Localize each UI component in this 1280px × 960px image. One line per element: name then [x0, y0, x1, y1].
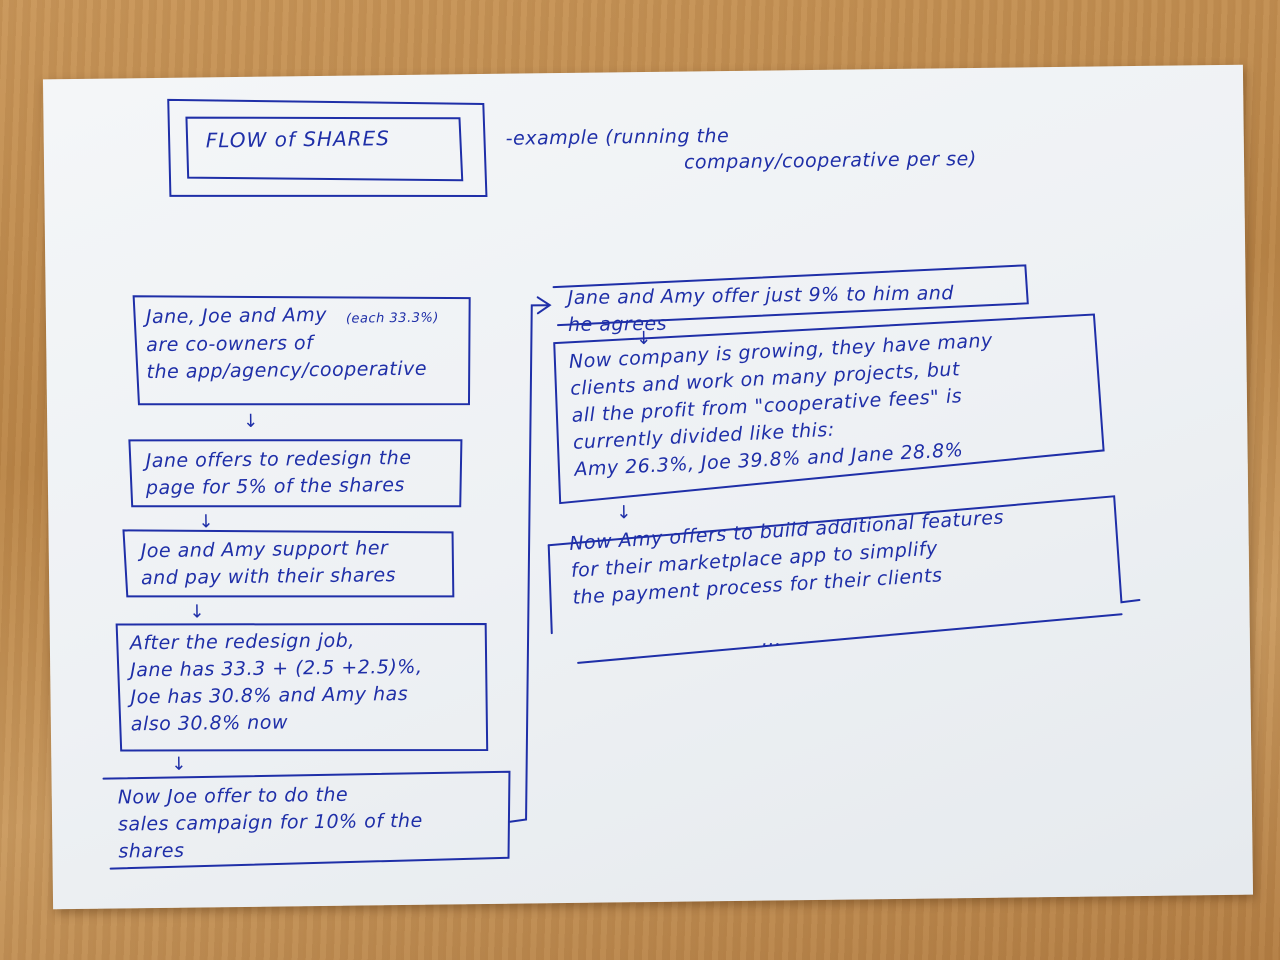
box-8-left-edge [547, 544, 553, 635]
box-1-text: Jane, Joe and Amy [145, 303, 328, 329]
flowchart-lines [102, 98, 1141, 870]
page-title: FLOW of SHARES [205, 126, 391, 153]
arrow-2-icon: ↓ [198, 511, 214, 533]
box-6-outline [552, 264, 1029, 327]
box-1-text-2: are co-owners of the app/agency/cooperat… [146, 332, 428, 384]
box-5-text: Now Joe offer to do the sales campaign f… [117, 783, 423, 863]
paper-sheet: FLOW of SHARES -example (running the com… [42, 64, 1254, 910]
box-2-outline [128, 439, 463, 508]
arrow-3-icon: ↓ [189, 601, 205, 623]
box-7-outline [553, 313, 1105, 505]
box-7-text: Now company is growing, they have many c… [568, 329, 994, 481]
ellipsis: ... [761, 628, 782, 651]
subtitle-line-1: -example (running the [505, 124, 730, 150]
arrow-4-icon: ↓ [171, 753, 187, 775]
title-box-inner [185, 116, 464, 182]
box-8-outline [547, 495, 1141, 604]
title-box-outer [167, 98, 488, 197]
box-2-text: Jane offers to redesign the page for 5% … [145, 446, 412, 500]
box-4-outline [115, 622, 489, 752]
box-6-text: Jane and Amy offer just 9% to him and he… [567, 282, 955, 336]
box-3-text: Joe and Amy support her and pay with the… [140, 537, 397, 590]
connector-arrowhead [536, 296, 552, 315]
box-1-outline [132, 295, 471, 406]
connector-line [509, 304, 549, 823]
box-3-outline [122, 529, 455, 598]
subtitle-line-2: company/cooperative per se) [683, 147, 977, 174]
box-4-text: After the redesign job, Jane has 33.3 + … [129, 629, 423, 736]
box-5-outline [102, 770, 511, 870]
arrow-7-icon: ↓ [616, 502, 632, 524]
arrow-1-icon: ↓ [243, 410, 259, 432]
bottom-underline [577, 613, 1123, 664]
